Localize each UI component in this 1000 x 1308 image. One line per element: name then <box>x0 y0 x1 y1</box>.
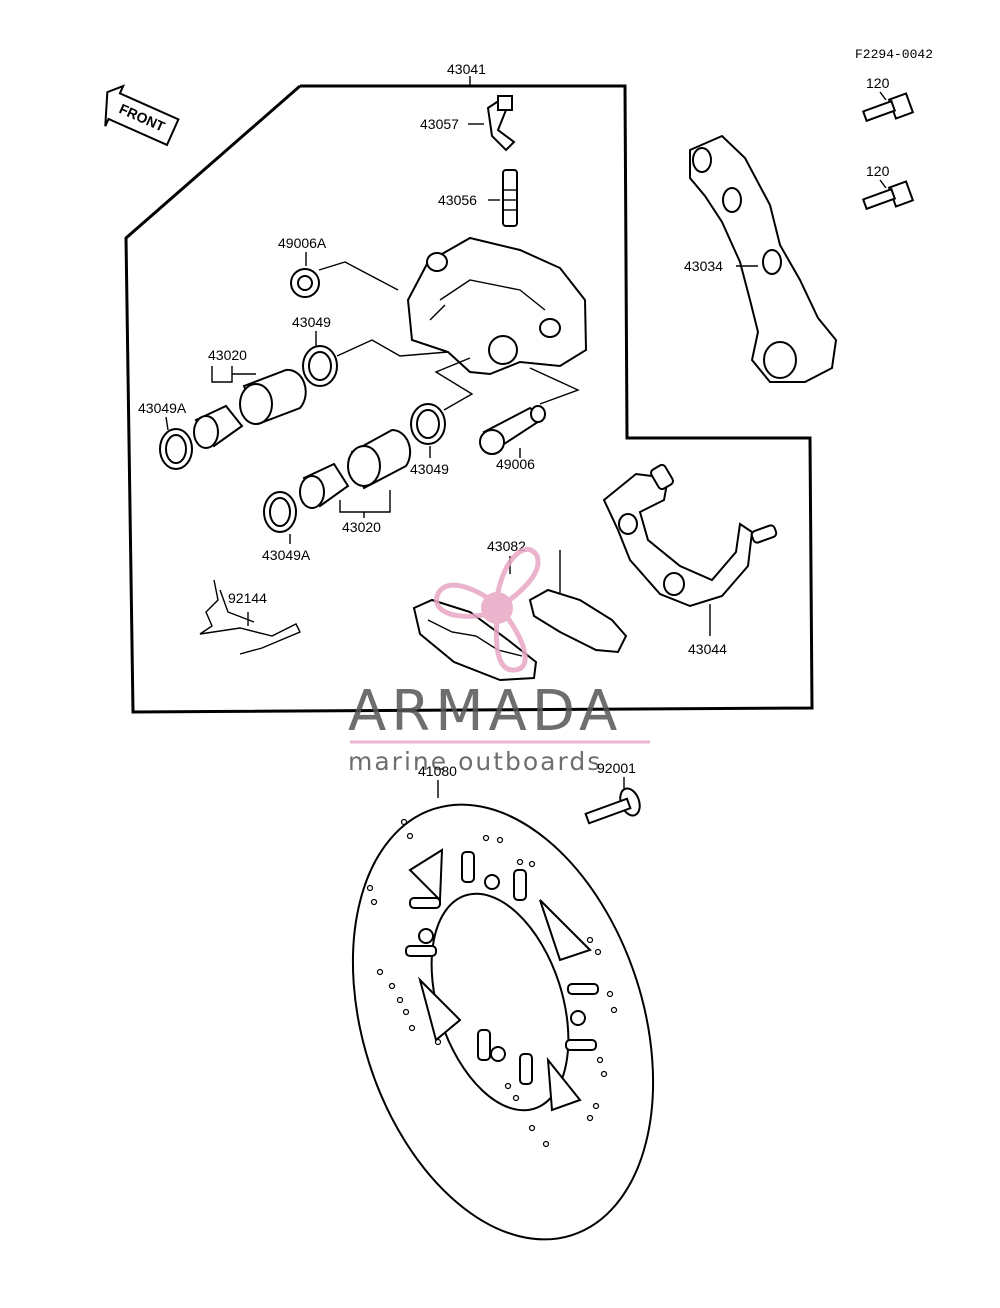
seal-43049-middle: 43049 <box>410 357 474 477</box>
label-43034: 43034 <box>684 258 723 274</box>
watermark: ARMADA marine outboards <box>348 547 650 776</box>
label-43044: 43044 <box>688 641 727 657</box>
label-43049A-bottom: 43049A <box>262 547 311 563</box>
bracket-43034: 43034 <box>684 134 838 383</box>
label-43082: 43082 <box>487 538 526 554</box>
label-49006: 49006 <box>496 456 535 472</box>
bolt-120-top: 120 <box>861 75 915 123</box>
watermark-brand: ARMADA <box>348 679 622 744</box>
watermark-tagline: marine outboards <box>348 747 602 776</box>
label-92144: 92144 <box>228 590 267 606</box>
label-120-top: 120 <box>866 75 890 91</box>
label-43020-bottom: 43020 <box>342 519 381 535</box>
front-arrow-icon: FRONT <box>104 84 180 147</box>
caliper-body <box>406 236 588 376</box>
seal-43049-top: 43049 <box>292 314 449 387</box>
seal-43049A-bottom: 43049A <box>262 491 311 563</box>
bolt-92001: 92001 <box>584 760 641 825</box>
label-43049-top: 43049 <box>292 314 331 330</box>
bleeder-cap-43057: 43057 <box>420 95 516 152</box>
label-43020-top: 43020 <box>208 347 247 363</box>
label-41080: 41080 <box>418 763 457 779</box>
label-43056: 43056 <box>438 192 477 208</box>
label-92001: 92001 <box>597 760 636 776</box>
bolt-120-bottom: 120 <box>861 163 915 211</box>
propeller-icon <box>434 547 541 673</box>
label-43057: 43057 <box>420 116 459 132</box>
pads-43082: 43082 <box>412 538 628 682</box>
label-43049A-top: 43049A <box>138 400 187 416</box>
spring-92144: 92144 <box>199 579 301 655</box>
piston-43020-bottom: 43020 <box>299 428 412 535</box>
disc-41080: 41080 <box>351 763 655 1241</box>
diagram-code: F2294-0042 <box>855 47 933 62</box>
label-43041: 43041 <box>447 61 486 77</box>
holder-43044: 43044 <box>602 463 778 657</box>
assembly-boundary <box>124 84 814 714</box>
bleeder-valve-43056: 43056 <box>438 169 518 227</box>
piston-43020-top: 43020 <box>193 347 307 449</box>
bolt-49006: 49006 <box>479 367 580 472</box>
label-120-bottom: 120 <box>866 163 890 179</box>
seal-43049A-top: 43049A <box>138 400 193 470</box>
label-43049-middle: 43049 <box>410 461 449 477</box>
plug-49006A: 49006A <box>278 235 399 298</box>
label-49006A: 49006A <box>278 235 327 251</box>
